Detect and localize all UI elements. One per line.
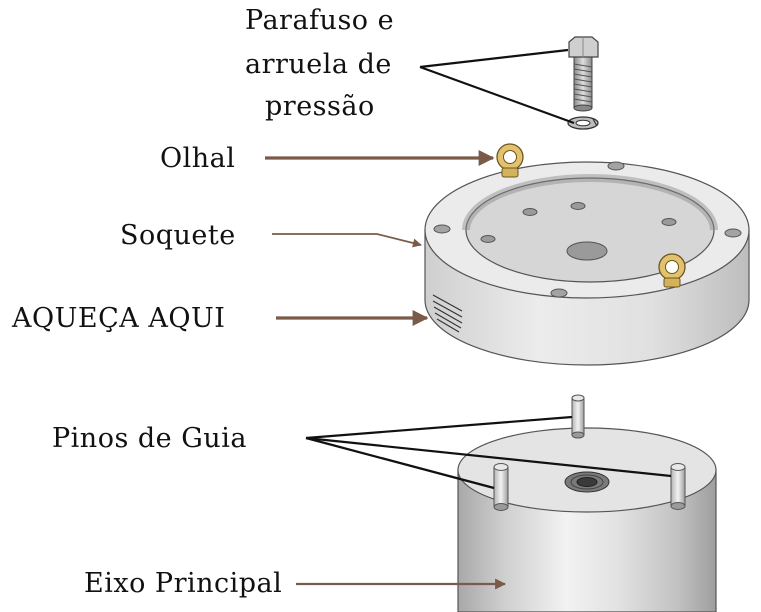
label-heat-here: AQUEÇA AQUI	[12, 303, 226, 334]
label-screw-line3: pressão	[265, 91, 375, 122]
arrow-socket	[272, 233, 422, 248]
socket	[424, 161, 750, 366]
label-screw-line1: Parafuso e	[245, 5, 395, 36]
guide-pin-left	[493, 463, 509, 511]
label-guide-pins: Pinos de Guia	[52, 423, 247, 454]
threaded-hole	[564, 471, 610, 493]
label-main-shaft: Eixo Principal	[84, 568, 283, 599]
leader-guide-pins	[305, 415, 672, 490]
label-socket: Soquete	[120, 220, 236, 251]
leader-screw	[419, 48, 575, 125]
lock-washer	[567, 116, 599, 130]
eyelet-front	[658, 253, 686, 288]
socket-inner-holes	[480, 202, 677, 243]
main-shaft	[457, 427, 717, 612]
heat-zone-hatch	[432, 294, 463, 333]
bolt	[568, 36, 599, 112]
socket-rim-holes	[433, 161, 742, 298]
label-eyelet: Olhal	[160, 143, 236, 174]
guide-pin-back	[571, 394, 585, 439]
guide-pin-right	[670, 463, 686, 510]
eyelet-back	[496, 143, 524, 178]
label-screw-line2: arruela de	[245, 49, 392, 80]
